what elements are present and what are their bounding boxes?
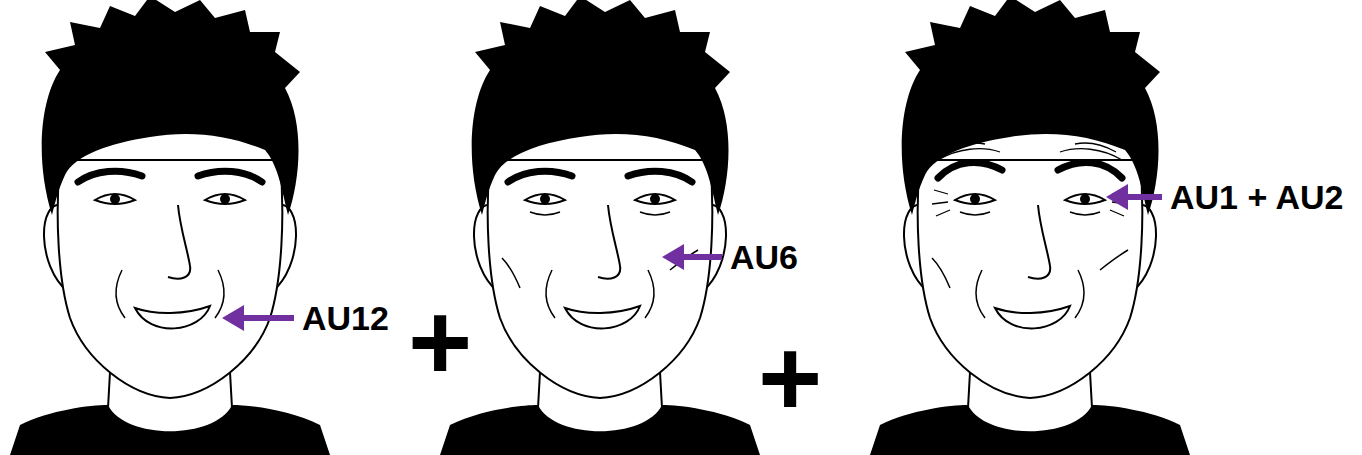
arrow-head	[1106, 184, 1128, 210]
eyebrow	[508, 171, 692, 182]
cheek-crease	[932, 212, 1128, 288]
plus-sign: +	[408, 287, 472, 397]
forehead-wrinkle	[938, 143, 1122, 160]
face	[10, 0, 330, 455]
face-au12	[10, 0, 330, 455]
action-unit-label: AU1 + AU2	[1170, 180, 1344, 214]
arrow-shaft	[1124, 194, 1162, 200]
face	[440, 0, 760, 455]
raised-eyebrow	[938, 162, 1122, 178]
arrow-head	[222, 305, 244, 331]
eyebrow	[78, 171, 262, 182]
face-au1-au2	[870, 0, 1190, 455]
arrow-shaft	[680, 254, 722, 260]
arrow-head	[662, 244, 684, 270]
action-unit-label: AU12	[302, 301, 389, 335]
cheek-crease	[502, 212, 698, 288]
arrow-shaft	[238, 315, 294, 321]
plus-sign: +	[758, 323, 822, 433]
action-unit-label: AU6	[730, 240, 798, 274]
face-au6	[440, 0, 760, 455]
face	[870, 0, 1190, 455]
